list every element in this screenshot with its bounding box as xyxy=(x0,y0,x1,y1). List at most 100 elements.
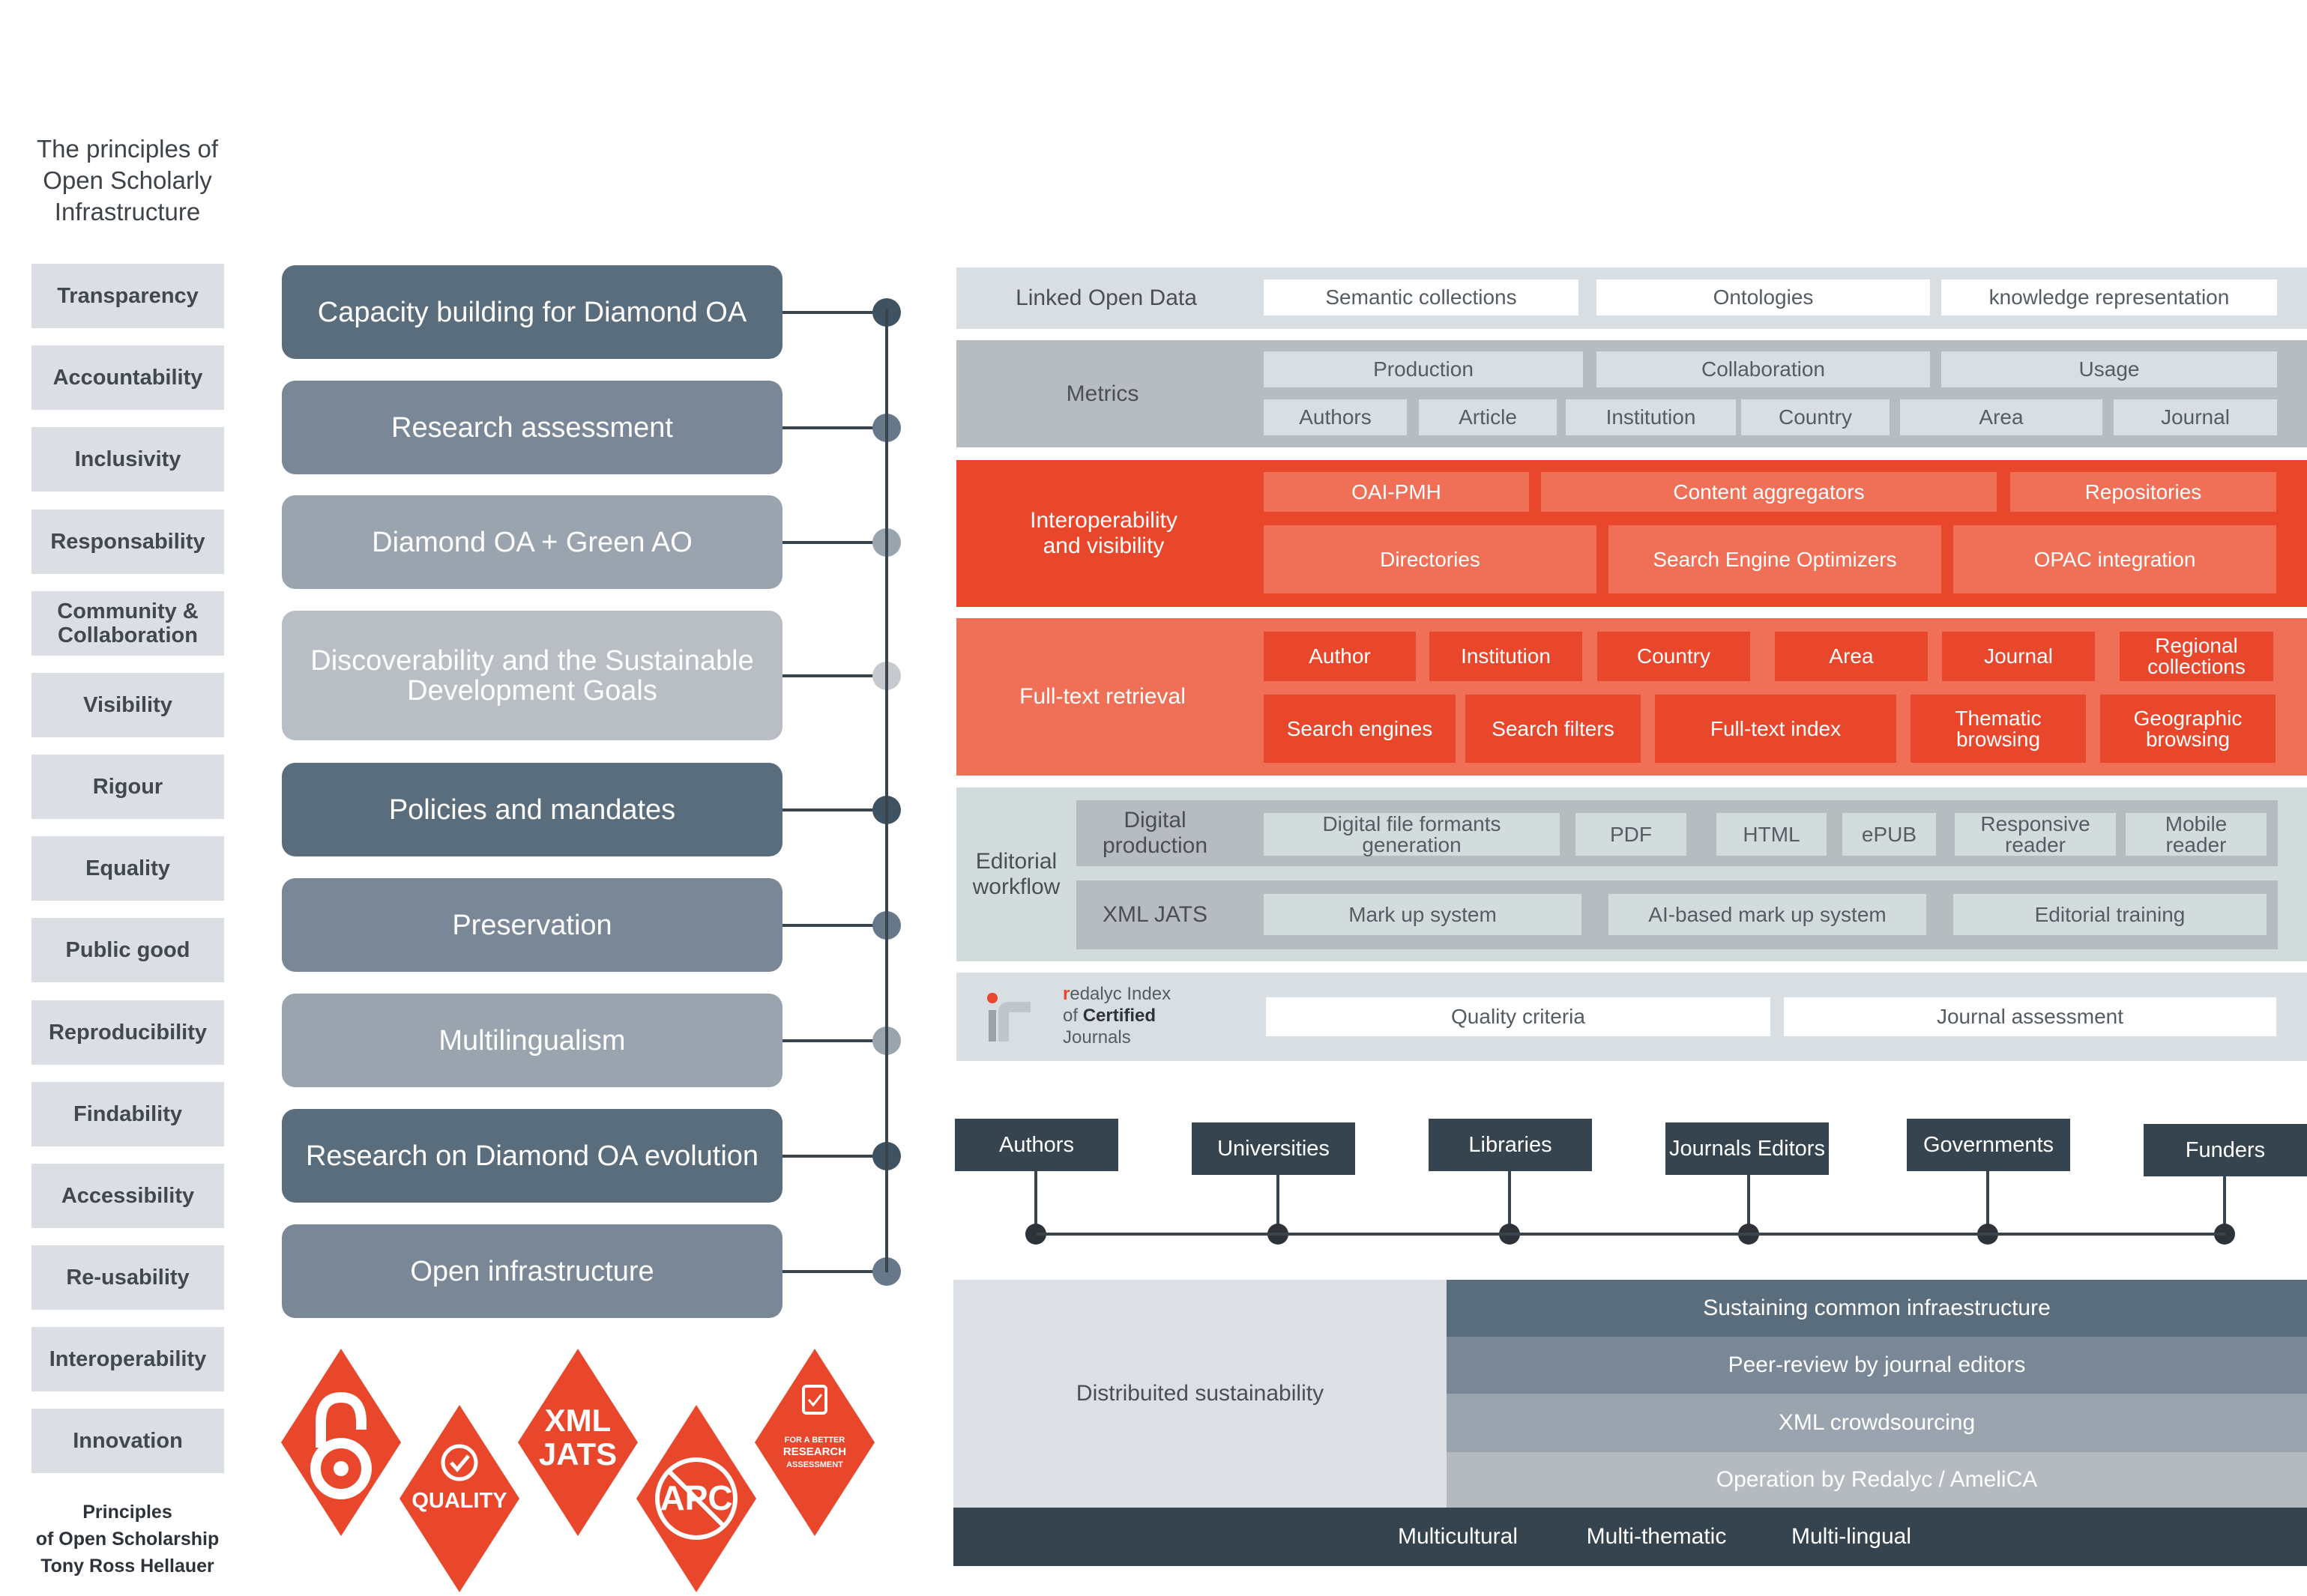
index-logo-r: r xyxy=(1063,984,1070,1004)
stakeholder-connector-line xyxy=(1508,1171,1511,1233)
interoperability-item: Content aggregators xyxy=(1541,472,1997,512)
index-logo-line-2a: of xyxy=(1063,1006,1083,1026)
index-logo-line-1: edalyc Index xyxy=(1070,984,1171,1004)
digital-production-item: HTML xyxy=(1716,813,1827,856)
index-logo-line-3: Journals xyxy=(1063,1027,1131,1048)
metrics-item: Area xyxy=(1900,399,2102,435)
xml-badge-label: XML xyxy=(545,1403,612,1438)
stakeholder-box: Libraries xyxy=(1429,1119,1592,1171)
principle-label: Visibility xyxy=(31,673,224,737)
metrics-item: Usage xyxy=(1941,351,2277,387)
linked-open-data-item: Semantic collections xyxy=(1264,279,1578,315)
axis-box: Discoverability and the Sustainable Deve… xyxy=(282,611,782,740)
interoperability-item: Repositories xyxy=(2010,472,2276,512)
axis-connector-line xyxy=(782,1039,887,1042)
principle-label: Interoperability xyxy=(31,1327,224,1391)
principle-label: Re-usability xyxy=(31,1245,224,1310)
linked-open-data-item: knowledge representation xyxy=(1941,279,2277,315)
stakeholder-connector-line xyxy=(2223,1176,2226,1233)
fulltext-item: Full-text index xyxy=(1655,695,1896,763)
digital-production-item: Responsive reader xyxy=(1955,813,2116,856)
principle-label: Reproducibility xyxy=(31,1000,224,1065)
stakeholder-box: Governments xyxy=(1907,1119,2070,1171)
metrics-item: Journal xyxy=(2114,399,2277,435)
footer-bar xyxy=(953,1508,2307,1566)
stakeholder-connector-line xyxy=(1276,1175,1279,1233)
principle-label: Accountability xyxy=(31,345,224,410)
axis-box: Diamond OA + Green AO xyxy=(282,495,782,589)
principle-label: Equality xyxy=(31,836,224,901)
fulltext-item: Journal xyxy=(1942,632,2095,681)
stakeholders-timeline xyxy=(1036,1233,2226,1236)
principle-label: Transparency xyxy=(31,264,224,328)
metrics-item: Country xyxy=(1741,399,1890,435)
credit-line-2: of Open Scholarship xyxy=(35,1529,220,1550)
xml-jats-item: Mark up system xyxy=(1264,894,1581,935)
interoperability-item: Search Engine Optimizers xyxy=(1608,525,1941,593)
principle-label: Findability xyxy=(31,1082,224,1146)
axis-box: Research on Diamond OA evolution xyxy=(282,1109,782,1203)
research-badge-line-1: FOR A BETTER xyxy=(785,1436,845,1445)
axis-connector-line xyxy=(782,923,887,927)
principle-label: Rigour xyxy=(31,755,224,819)
fulltext-item: Institution xyxy=(1429,632,1582,681)
xml-jats-item: AI-based mark up system xyxy=(1608,894,1926,935)
principle-label: Accessibility xyxy=(31,1164,224,1228)
principle-label: Community & Collaboration xyxy=(31,591,224,656)
fulltext-item: Regional collections xyxy=(2120,632,2273,681)
metrics-label: Metrics xyxy=(1066,381,1139,406)
stakeholder-connector-line xyxy=(1986,1171,1989,1233)
metrics-item: Production xyxy=(1264,351,1583,387)
xml-jats-item: Editorial training xyxy=(1953,894,2267,935)
fulltext-item: Thematic browsing xyxy=(1911,695,2086,763)
axis-connector-line xyxy=(782,1154,887,1158)
stakeholder-box: Authors xyxy=(955,1119,1118,1171)
metrics-item: Authors xyxy=(1264,399,1407,435)
principles-title: The principles of Open Scholarly Infrast… xyxy=(36,135,219,226)
metrics-item: Institution xyxy=(1566,399,1736,435)
digital-production-item: PDF xyxy=(1575,813,1686,856)
fulltext-item: Author xyxy=(1264,632,1416,681)
principle-label: Public good xyxy=(31,918,224,982)
axes-connector-spine xyxy=(885,309,888,1272)
digital-production-item: Digital file formants generation xyxy=(1264,813,1560,856)
index-item: Quality criteria xyxy=(1266,997,1770,1036)
principle-label: Innovation xyxy=(31,1409,224,1473)
fulltext-item: Search engines xyxy=(1264,695,1456,763)
axis-box: Policies and mandates xyxy=(282,763,782,856)
linked-open-data-label: Linked Open Data xyxy=(1016,285,1197,310)
open-access-icon xyxy=(281,1349,401,1536)
index-item: Journal assessment xyxy=(1784,997,2276,1036)
research-badge-line-2: RESEARCH xyxy=(783,1445,846,1458)
axis-box: Research assessment xyxy=(282,381,782,474)
metrics-item: Collaboration xyxy=(1596,351,1930,387)
digital-production-item: Mobile reader xyxy=(2126,813,2267,856)
no-apc-badge-icon: APC xyxy=(636,1405,756,1592)
interoperability-label: Interoperability and visibility xyxy=(1030,508,1177,558)
axis-box: Multilingualism xyxy=(282,994,782,1087)
footer-item: Multi-lingual xyxy=(1791,1524,1912,1549)
sustainability-section xyxy=(953,1280,1447,1508)
axis-box: Open infrastructure xyxy=(282,1224,782,1318)
stakeholder-connector-line xyxy=(1747,1175,1750,1233)
axis-connector-line xyxy=(782,540,887,544)
sustainability-bar: Sustaining common infraestructure xyxy=(1447,1280,2307,1337)
quality-badge-label: QUALITY xyxy=(411,1489,507,1513)
badges: QUALITY XML JATS APC FOR A BETTER RESEAR… xyxy=(281,1349,875,1592)
footer-item: Multicultural xyxy=(1397,1524,1519,1549)
fulltext-label: Full-text retrieval xyxy=(1019,684,1186,709)
xml-jats-label: XML JATS xyxy=(1102,902,1208,927)
credit-line-3: Tony Ross Hellauer xyxy=(40,1556,214,1577)
metrics-item: Article xyxy=(1419,399,1557,435)
fulltext-item: Geographic browsing xyxy=(2100,695,2276,763)
editorial-label: Editorial workflow xyxy=(972,849,1061,899)
research-badge-line-3: ASSESSMENT xyxy=(786,1460,843,1469)
axis-connector-line xyxy=(782,674,887,677)
stakeholder-box: Universities xyxy=(1192,1122,1355,1175)
xml-jats-badge-icon: XML JATS xyxy=(518,1349,638,1536)
jats-badge-label: JATS xyxy=(539,1436,617,1472)
fulltext-item: Area xyxy=(1775,632,1928,681)
interoperability-item: OAI-PMH xyxy=(1264,472,1529,512)
index-logo-line-2b: Certified xyxy=(1082,1006,1156,1026)
fulltext-item: Search filters xyxy=(1465,695,1641,763)
